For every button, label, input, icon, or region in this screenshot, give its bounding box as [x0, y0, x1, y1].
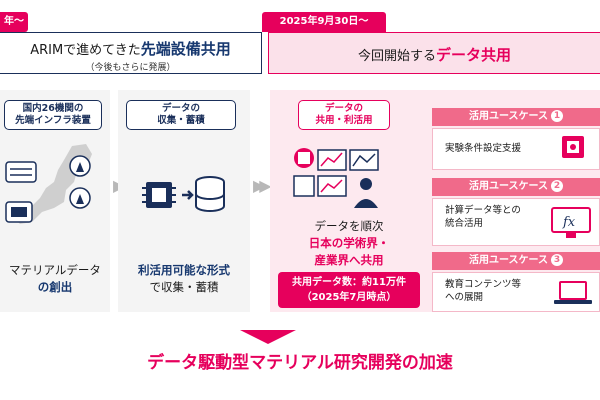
- user-icon: [354, 178, 378, 208]
- use-case-3-text-line2: への展開: [445, 292, 484, 303]
- use-case-3-title: 活用ユースケース: [469, 255, 548, 266]
- stage-collection-heading-line1: データの: [161, 103, 200, 114]
- banner-right-prefix: 今回開始する: [357, 49, 436, 64]
- stage-creation-caption: マテリアルデータ の創出: [0, 262, 110, 296]
- use-case-3-body: 教育コンテンツ等 への展開: [432, 272, 600, 312]
- stage-collection-caption: 利活用可能な形式 で収集・蓄積: [118, 262, 250, 296]
- use-case-2-text-line1: 計算データ等との: [445, 205, 521, 216]
- stage-sharing-caption-emphasis-1: 日本の学術界・: [308, 236, 390, 250]
- svg-text:fx: fx: [562, 215, 576, 230]
- banner-left-title: ARIMで進めてきた先端設備共用: [0, 38, 261, 59]
- banner-left-emphasis: 先端設備共用: [140, 40, 231, 58]
- stage-sharing-caption: データを順次 日本の学術界・ 産業界へ共用: [270, 218, 428, 269]
- banner-right-title: 今回開始するデータ共用: [269, 44, 600, 65]
- equipment-sharing-banner: ARIMで進めてきた先端設備共用 （今後もさらに発展）: [0, 32, 262, 74]
- stage-creation-heading: 国内26機関の 先端インフラ装置: [4, 100, 102, 130]
- result-arrow: [240, 330, 296, 344]
- use-case-1-title: 活用ユースケース: [469, 111, 548, 122]
- map-of-japan-icon: [5, 144, 92, 224]
- server-icon: [5, 161, 37, 183]
- use-case-1-number: 1: [551, 110, 563, 122]
- shared-data-count-date: （2025年7月時点）: [301, 292, 397, 303]
- stage-sharing-heading-line1: データの: [324, 103, 363, 114]
- chip-icon: [142, 182, 176, 208]
- stage-creation-heading-line2: 先端インフラ装置: [15, 115, 91, 126]
- stage-creation-caption-line2: の創出: [0, 279, 110, 296]
- stage-sharing-caption-line3: 産業界へ共用: [270, 252, 428, 269]
- data-sharing-banner: 今回開始するデータ共用: [268, 32, 600, 74]
- banner-left-prefix: ARIMで進めてきた: [30, 43, 141, 58]
- chip-icon: [562, 136, 584, 158]
- use-case-3-text-line1: 教育コンテンツ等: [445, 279, 522, 290]
- use-case-2-number: 2: [551, 180, 563, 192]
- stage-collection-caption-emphasis: 利活用可能な形式: [138, 263, 230, 277]
- use-case-3-number: 3: [551, 254, 563, 266]
- stage-sharing-caption-emphasis-2: 産業界へ共用: [314, 253, 384, 267]
- stage-creation-heading-line1: 国内26機関の: [22, 103, 84, 114]
- data-sharing-date-tag: 2025年9月30日～: [262, 12, 386, 32]
- flow-chevron-2: ▶▶: [253, 176, 271, 195]
- banner-left-subtitle: （今後もさらに発展）: [85, 63, 176, 73]
- stage-sharing-caption-line2: 日本の学術界・: [270, 235, 428, 252]
- stage-collection-caption-line2: で収集・蓄積: [149, 280, 219, 294]
- use-case-2-title: 活用ユースケース: [469, 181, 548, 192]
- laptop-icon: [554, 281, 592, 304]
- use-case-1-text: 実験条件設定支援: [445, 143, 522, 154]
- use-case-2-text-line2: 統合活用: [445, 218, 484, 229]
- monitor-dashboard-icon: [293, 148, 379, 208]
- stage-creation-caption-emphasis: の創出: [37, 280, 73, 294]
- stage-collection-heading-line2: 収集・蓄積: [157, 115, 205, 126]
- shared-data-count: 共用データ数：約11万件: [292, 277, 406, 288]
- stage-sharing-heading-line2: 共用・利活用: [315, 115, 373, 126]
- conclusion-title: データ駆動型マテリアル研究開発の加速: [147, 353, 453, 373]
- stage-creation-caption-line1: マテリアルデータ: [9, 263, 101, 277]
- stage-collection-caption-line1: 利活用可能な形式: [118, 262, 250, 279]
- banner-right-emphasis: データ共用: [436, 46, 512, 64]
- stage-sharing-caption-line1: データを順次: [314, 219, 384, 233]
- stage-sharing-heading: データの 共用・利活用: [298, 100, 390, 130]
- collection-illustration: [142, 176, 225, 212]
- fx-monitor-icon: fx: [551, 207, 591, 238]
- shared-data-count-box: 共用データ数：約11万件 （2025年7月時点）: [278, 272, 420, 308]
- stage-collection-heading: データの 収集・蓄積: [126, 100, 236, 130]
- start-date-tag: 年～: [0, 12, 28, 32]
- database-icon: [195, 176, 225, 212]
